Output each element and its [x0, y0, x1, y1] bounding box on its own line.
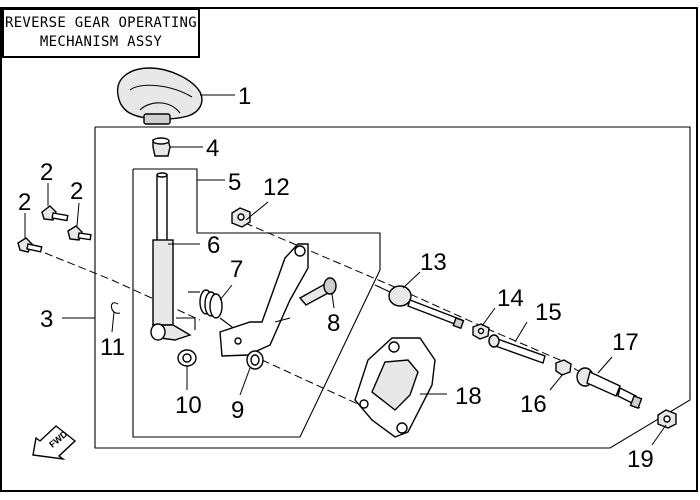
leader-7 — [219, 284, 233, 301]
assembly-boundary — [94, 126, 691, 449]
callout-19: 19 — [627, 446, 654, 473]
leader-11 — [111, 311, 115, 333]
part-cable-end — [576, 367, 643, 410]
part-cable-joint — [374, 284, 465, 330]
callout-16: 16 — [520, 391, 547, 418]
callout-5: 5 — [228, 169, 241, 196]
title-line-2: MECHANISM ASSY — [39, 34, 163, 50]
alignment-line-bolts — [44, 252, 201, 321]
part-pin-bolt — [298, 277, 337, 306]
alignment-line-bracket — [261, 359, 361, 406]
leader-12 — [245, 201, 269, 221]
leader-13 — [402, 271, 421, 289]
callout-4: 4 — [206, 135, 219, 162]
part-lever-bracket — [219, 243, 309, 357]
fwd-arrow-icon: FWD — [32, 425, 77, 461]
callout-13: 13 — [420, 249, 447, 276]
part-bushing — [246, 350, 264, 370]
outer-frame — [0, 7, 698, 492]
callout-14: 14 — [497, 285, 524, 312]
callout-9: 9 — [231, 397, 244, 424]
part-shift-knob — [116, 67, 203, 125]
part-bolt-2 — [41, 205, 69, 222]
callout-3: 3 — [40, 306, 53, 333]
part-shift-lever — [150, 172, 196, 341]
leader-8 — [331, 293, 335, 309]
callout-6: 6 — [207, 232, 220, 259]
part-mounting-plate — [354, 337, 436, 438]
callout-1: 1 — [238, 83, 251, 110]
leader-17 — [597, 356, 613, 374]
part-end-nut — [657, 409, 677, 429]
part-threaded-rod — [488, 334, 546, 364]
callout-7: 7 — [230, 256, 243, 283]
callout-2-left: 2 — [18, 189, 31, 216]
part-nut — [152, 137, 171, 157]
part-flange-nut — [231, 207, 251, 228]
callout-10: 10 — [175, 392, 202, 419]
part-washer — [177, 349, 197, 367]
part-snap-ring — [110, 302, 121, 314]
callout-18: 18 — [455, 383, 482, 410]
part-small-nut — [472, 323, 490, 340]
callout-8: 8 — [327, 310, 340, 337]
callout-11: 11 — [100, 334, 125, 361]
callout-17: 17 — [612, 329, 639, 356]
leader-19 — [651, 424, 667, 446]
title-box: REVERSE GEAR OPERATING MECHANISM ASSY — [2, 8, 200, 58]
callout-2-right: 2 — [70, 178, 83, 205]
part-bolt-1 — [17, 237, 43, 253]
part-bolt-3 — [67, 225, 92, 241]
callout-2-middle: 2 — [40, 159, 53, 186]
leader-9 — [239, 367, 251, 396]
leader-2c — [76, 202, 80, 227]
leader-14 — [481, 307, 496, 327]
leader-16 — [549, 373, 564, 391]
title-line-1: REVERSE GEAR OPERATING — [4, 15, 198, 31]
part-spring — [188, 289, 237, 331]
callout-15: 15 — [535, 299, 562, 326]
leader-15 — [514, 321, 528, 343]
callout-12: 12 — [263, 174, 290, 201]
part-lock-nut — [555, 359, 572, 376]
